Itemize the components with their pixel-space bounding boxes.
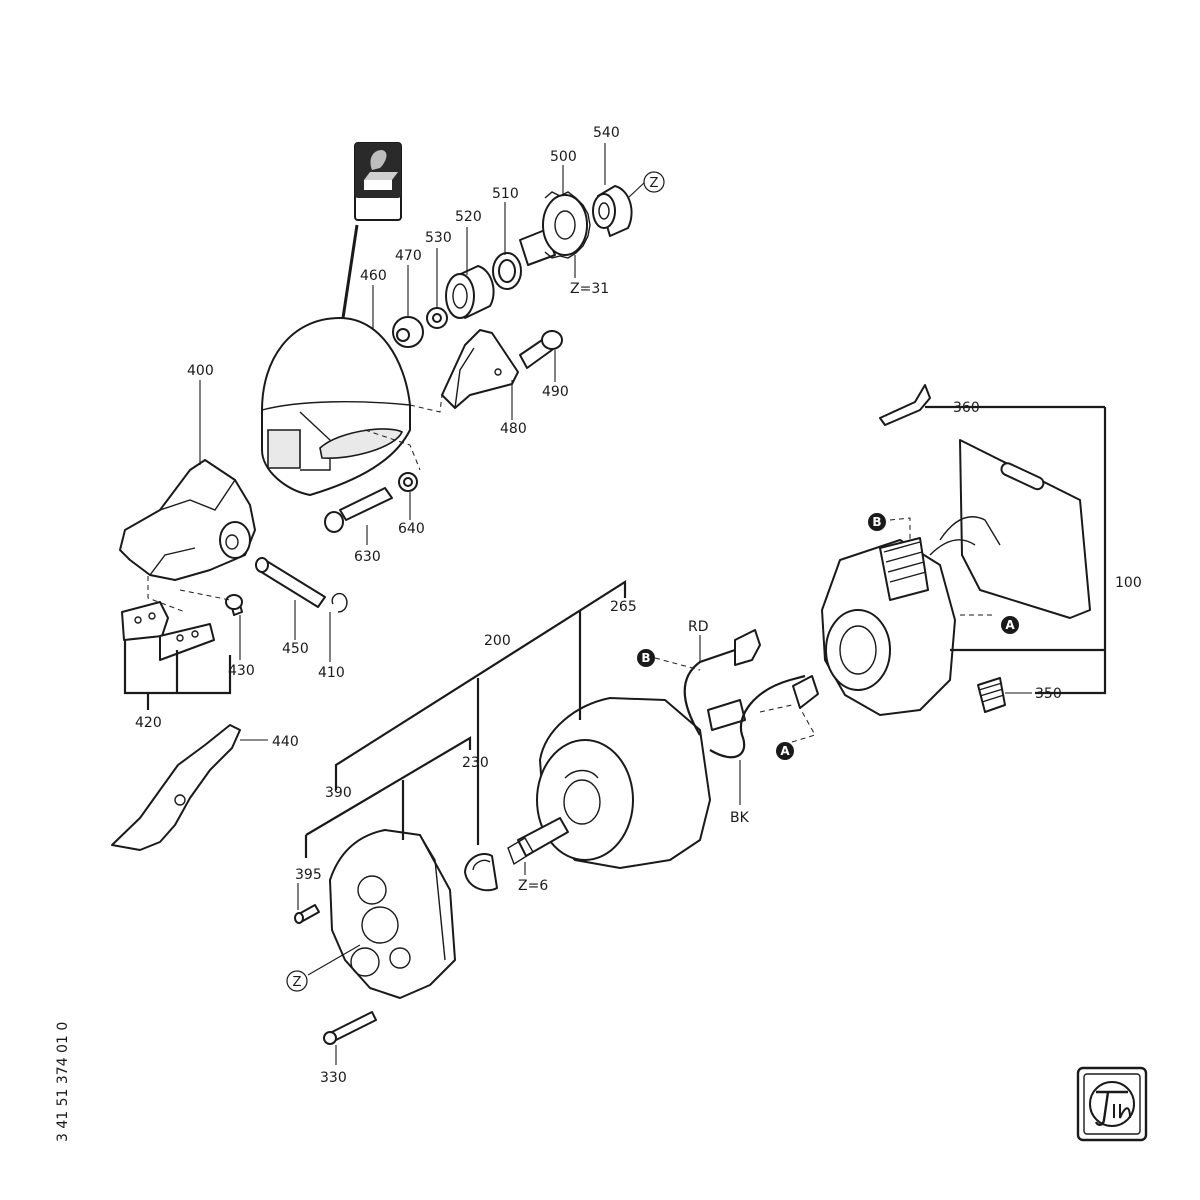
part-labels: 100 200 230 265 330 350 360 390 395 400 … [135,125,1142,1086]
svg-text:B: B [641,651,650,665]
brush-spring-360 [879,384,931,426]
label-480: 480 [500,421,527,437]
washer-640 [398,472,418,492]
screw-430 [225,594,243,616]
label-330: 330 [320,1070,347,1086]
svg-text:A: A [1005,618,1015,632]
svg-text:Z: Z [293,975,302,990]
svg-text:B: B [872,515,881,529]
grease-tin-icon [341,142,402,319]
wire-black [709,674,819,759]
cutter-head-400 [119,459,256,581]
ball-bearing-540 [592,185,633,237]
label-630: 630 [354,549,381,565]
label-460: 460 [360,268,387,284]
label-200: 200 [484,633,511,649]
needle-bushing-470 [392,316,424,348]
label-wire-red: RD [688,619,709,635]
pin-450 [255,557,326,608]
leader-lines [199,143,1032,1065]
retaining-ring-410 [331,592,348,613]
washer-530 [426,307,448,329]
label-430: 430 [228,663,255,679]
gear-wheel-500 [519,191,591,266]
angle-bracket-480 [441,329,519,409]
label-100: 100 [1115,575,1142,591]
svg-text:Z: Z [650,176,659,191]
blade-440 [111,724,241,851]
label-400: 400 [187,363,214,379]
label-360: 360 [953,400,980,416]
label-450: 450 [282,641,309,657]
svg-text:A: A [780,744,790,758]
label-410: 410 [318,665,345,681]
label-640: 640 [398,521,425,537]
label-pinion-teeth: Z=6 [518,878,548,894]
label-440: 440 [272,734,299,750]
alignment-lines [147,394,995,743]
wire-red [683,629,761,736]
dowel-pin-395 [294,904,320,924]
screw-330 [323,1011,377,1045]
label-390: 390 [325,785,352,801]
label-470: 470 [395,248,422,264]
label-350: 350 [1035,686,1062,702]
gear-housing-cover [261,317,411,496]
label-395: 395 [295,867,322,883]
socket-screw-630 [324,487,393,533]
reference-z-top: Z [643,171,665,193]
label-490: 490 [542,384,569,400]
motor-265 [507,697,746,869]
connector-marker-b-left: B [637,649,655,667]
label-520: 520 [455,209,482,225]
reference-z-bottom: Z [286,970,308,992]
label-530: 530 [425,230,452,246]
label-500: 500 [550,149,577,165]
motor-housing-100 [821,439,1091,716]
connector-marker-b-right: B [868,513,886,531]
seal-ring-510 [492,252,522,290]
needle-bearing-520 [445,265,495,319]
label-420: 420 [135,715,162,731]
cutting-inserts-420 [121,601,215,661]
connector-marker-a-left: A [776,742,794,760]
document-number: 3 41 51 374 01 0 [55,1022,71,1142]
socket-screw-490 [519,330,563,369]
gear-housing-390 [329,829,456,999]
label-gear-teeth: Z=31 [570,281,609,297]
label-wire-black: BK [730,810,750,826]
group-brackets [123,405,1107,858]
label-540: 540 [593,125,620,141]
label-510: 510 [492,186,519,202]
spring-350 [977,677,1006,713]
connector-marker-a-right: A [1001,616,1019,634]
fein-logo-icon [1076,1066,1148,1142]
label-230: 230 [462,755,489,771]
label-265: 265 [610,599,637,615]
circlip-230 [464,853,498,892]
